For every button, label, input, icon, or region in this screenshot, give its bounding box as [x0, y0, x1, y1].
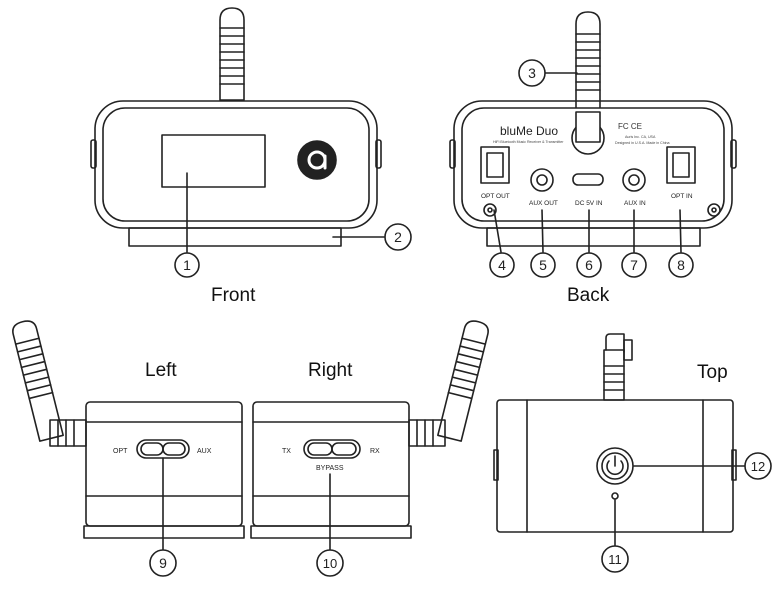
opt-in-port	[666, 146, 696, 184]
right-view: TX RX BYPASS	[250, 320, 489, 551]
front-base	[128, 227, 342, 247]
callout-1: 1	[174, 252, 200, 278]
callout-3: 3	[518, 59, 546, 87]
left-base	[83, 525, 245, 539]
left-antenna	[12, 320, 64, 442]
svg-text:6: 6	[585, 257, 593, 273]
oled-display	[161, 134, 266, 188]
switch-label-aux: AUX	[197, 448, 212, 455]
port-label-dc-in: DC 5V IN	[575, 200, 603, 207]
right-body	[252, 401, 410, 527]
svg-text:1: 1	[183, 257, 191, 273]
callout-12: 12	[744, 452, 772, 480]
right-base	[250, 525, 412, 539]
front-body-inner	[102, 107, 370, 222]
opt-out-port	[480, 146, 510, 184]
aux-in-port	[622, 168, 646, 192]
callout-2: 2	[384, 223, 412, 251]
status-led	[611, 492, 619, 500]
svg-text:10: 10	[323, 556, 337, 571]
left-view: OPT AUX	[12, 320, 245, 551]
right-connector	[408, 419, 446, 447]
svg-text:9: 9	[159, 555, 167, 571]
front-view	[90, 7, 385, 253]
callout-6: 6	[576, 252, 602, 278]
top-antenna	[603, 333, 633, 401]
back-antenna	[575, 11, 601, 141]
aux-out-port	[530, 168, 554, 192]
power-button	[596, 447, 634, 485]
port-label-aux-in: AUX IN	[624, 200, 646, 207]
port-label-opt-in: OPT IN	[671, 193, 693, 200]
callout-11: 11	[601, 545, 629, 573]
back-view: bluMe Duo HiFi Bluetooth Music Receiver …	[449, 11, 737, 253]
svg-text:12: 12	[751, 459, 765, 474]
callout-4: 4	[489, 252, 515, 278]
svg-text:4: 4	[498, 257, 506, 273]
svg-text:HiFi Bluetooth Music Receiver: HiFi Bluetooth Music Receiver & Transmit…	[493, 140, 564, 144]
top-view	[493, 333, 746, 547]
view-label-front: Front	[211, 285, 256, 306]
left-body	[85, 401, 243, 527]
dc-5v-port	[572, 173, 604, 186]
callout-9: 9	[149, 549, 177, 577]
view-label-right: Right	[308, 360, 353, 381]
front-antenna	[219, 7, 245, 101]
callout-5: 5	[530, 252, 556, 278]
svg-text:5: 5	[539, 257, 547, 273]
view-label-top: Top	[697, 362, 728, 383]
svg-text:Auris Inc. CA, USA: Auris Inc. CA, USA	[625, 135, 656, 139]
switch-label-tx: TX	[282, 448, 291, 455]
callout-8: 8	[668, 252, 694, 278]
back-base	[486, 227, 701, 247]
port-label-aux-out: AUX OUT	[529, 200, 558, 207]
switch-label-rx: RX	[370, 448, 380, 455]
cert-marks: FC CE	[618, 122, 642, 131]
svg-text:3: 3	[528, 65, 536, 81]
left-connector	[49, 419, 87, 447]
tx-rx-switch	[303, 439, 361, 459]
callout-7: 7	[621, 252, 647, 278]
view-label-left: Left	[145, 360, 177, 381]
logo-button	[297, 140, 337, 180]
svg-text:7: 7	[630, 257, 638, 273]
svg-text:11: 11	[608, 552, 622, 567]
view-label-back: Back	[567, 285, 610, 306]
callout-10: 10	[316, 549, 344, 577]
svg-text:8: 8	[677, 257, 685, 273]
switch-label-opt: OPT	[113, 448, 128, 455]
switch-label-bypass: BYPASS	[316, 465, 344, 472]
svg-text:Designed in U.S.A. Made in Chi: Designed in U.S.A. Made in China	[615, 141, 670, 145]
brand-text: bluMe Duo	[500, 124, 558, 138]
svg-text:2: 2	[394, 229, 402, 245]
right-antenna	[437, 320, 489, 442]
port-label-opt-out: OPT OUT	[481, 193, 510, 200]
